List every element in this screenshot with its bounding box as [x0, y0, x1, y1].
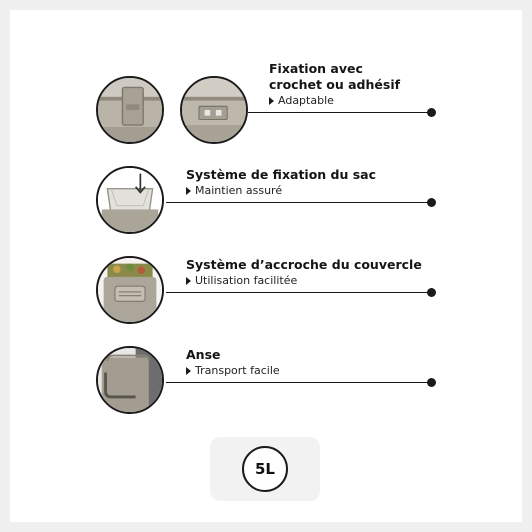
feature-subtitle-text: Maintien assuré	[195, 184, 283, 197]
feature-title: Système d’accroche du couvercle	[186, 257, 422, 272]
feature-subtitle: Utilisation facilitée	[186, 274, 297, 287]
divider-line	[248, 112, 428, 113]
product-feature-card: Fixation avec crochet ou adhésif Adaptab…	[10, 10, 522, 522]
hook-icon	[96, 76, 164, 144]
bag-fixation-icon	[96, 166, 164, 234]
divider-line	[166, 382, 428, 383]
caret-right-icon	[269, 96, 274, 105]
adhesive-icon	[180, 76, 248, 144]
feature-subtitle: Transport facile	[186, 364, 280, 377]
caret-right-icon	[186, 276, 191, 285]
feature-subtitle-text: Utilisation facilitée	[195, 274, 298, 287]
capacity-badge: 5L	[242, 446, 288, 492]
capacity-label: 5L	[255, 460, 275, 478]
handle-icon	[96, 346, 164, 414]
feature-title: crochet ou adhésif	[269, 77, 401, 92]
feature-subtitle: Adaptable	[269, 94, 334, 107]
lid-hook-icon	[96, 256, 164, 324]
divider-line	[166, 202, 428, 203]
feature-title: Fixation avec	[269, 61, 363, 76]
caret-right-icon	[186, 186, 191, 195]
feature-subtitle: Maintien assuré	[186, 184, 282, 197]
feature-subtitle-text: Adaptable	[278, 94, 334, 107]
feature-subtitle-text: Transport facile	[195, 364, 280, 377]
bullet-dot	[427, 288, 436, 297]
bullet-dot	[427, 198, 436, 207]
bullet-dot	[427, 378, 436, 387]
feature-title: Système de fixation du sac	[186, 167, 377, 182]
bullet-dot	[427, 108, 436, 117]
capacity-box: 5L	[210, 437, 320, 501]
feature-title: Anse	[186, 347, 221, 362]
divider-line	[166, 292, 428, 293]
caret-right-icon	[186, 366, 191, 375]
